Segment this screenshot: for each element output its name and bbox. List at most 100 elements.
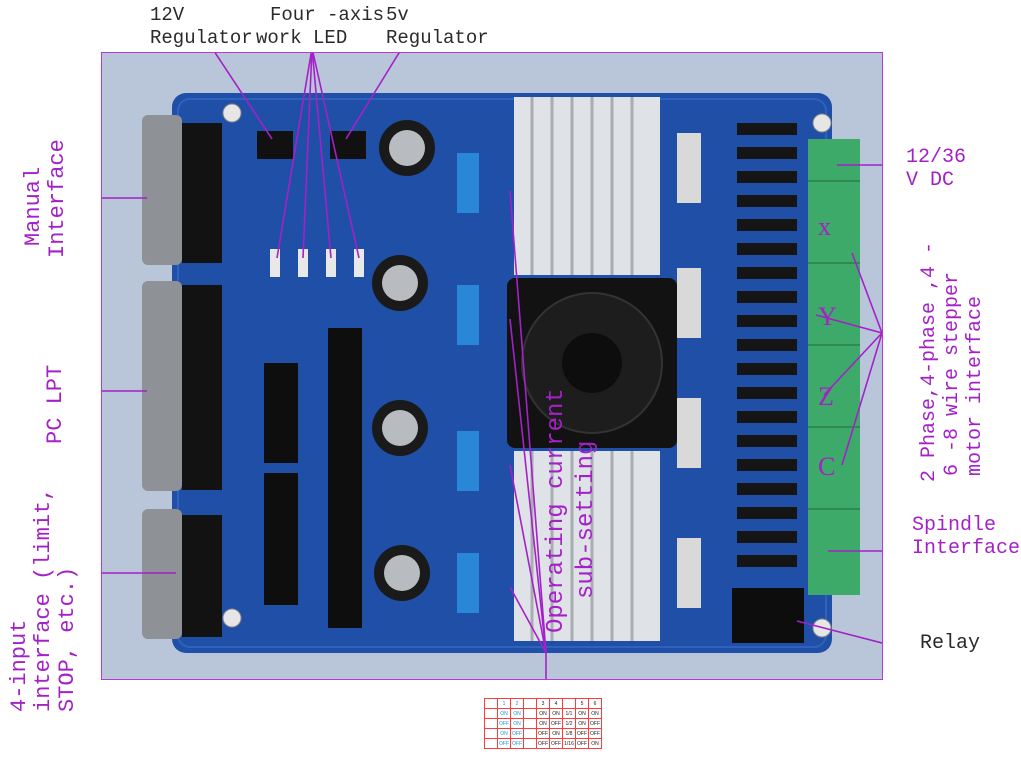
table-cell [484, 718, 498, 729]
axis-y-label: Y [818, 302, 837, 331]
dip-switch-1 [457, 153, 479, 213]
dip-switch-4 [457, 553, 479, 613]
table-cell [523, 728, 537, 739]
operating-current-line2: sub-setting [573, 440, 600, 599]
table-cell: OFF [497, 718, 511, 729]
cooling-fan [507, 278, 677, 448]
table-cell: OFF [588, 718, 602, 729]
table-cell [523, 718, 537, 729]
table-cell: ON [575, 708, 589, 719]
vdc-label-line1: 12/36 [906, 146, 967, 169]
table-cell: 1/2 [562, 718, 576, 729]
table-cell: OFF [536, 738, 550, 749]
table-cell: OFF [510, 728, 524, 739]
reg5-label: 5v Regulator [386, 4, 489, 50]
table-cell: ON [510, 718, 524, 729]
table-cell: ON [510, 708, 524, 719]
spindle-interface-label: Spindle Interface [912, 514, 1020, 560]
spindle-interface-line2: Interface [912, 537, 1021, 560]
table-cell [523, 708, 537, 719]
table-cell: ON [549, 728, 563, 739]
table-cell: ON [575, 718, 589, 729]
board-photo: x Y Z C Operating current sub-setting [101, 52, 883, 680]
axis-z-label: Z [818, 382, 834, 411]
table-cell: 4 [549, 698, 563, 709]
table-cell: ON [536, 718, 550, 729]
table-cell [484, 708, 498, 719]
table-cell [523, 698, 537, 709]
diode-array [737, 123, 797, 567]
table-cell: ON [497, 728, 511, 739]
pc-lpt-label: PC LPT [43, 364, 68, 444]
table-cell: OFF [549, 718, 563, 729]
table-cell: 1/1 [562, 708, 576, 719]
dip-switch-2 [457, 285, 479, 345]
led-label-line1: Four -axis [270, 4, 385, 26]
pc-lpt-text: PC LPT [43, 364, 68, 444]
stepper-interface-line3: motor interface [964, 295, 987, 476]
heatsink-top [514, 97, 660, 275]
table-cell: ON [588, 738, 602, 749]
manual-interface-line1: Manual [21, 166, 46, 246]
vdc-label-line2: V DC [906, 169, 955, 192]
table-cell: ON [497, 708, 511, 719]
table-cell [484, 698, 498, 709]
table-cell: 1 [497, 698, 511, 709]
manual-interface-line2: Interface [45, 139, 70, 258]
operating-current-line1: Operating current [543, 388, 570, 633]
stepper-interface-line2: 6 -8 wire stepper [941, 271, 964, 476]
board-illustration [102, 53, 882, 679]
table-cell: OFF [510, 738, 524, 749]
table-cell: OFF [497, 738, 511, 749]
vdc-label: 12/36 V DC [906, 146, 966, 192]
table-cell: OFF [536, 728, 550, 739]
relay-component [732, 588, 804, 643]
db-connector-input [142, 509, 222, 639]
table-cell: ON [588, 708, 602, 719]
table-cell: OFF [588, 728, 602, 739]
table-cell: OFF [575, 738, 589, 749]
relay-label: Relay [920, 632, 981, 655]
input-interface-line3: STOP, etc.) [55, 566, 80, 712]
axis-x-label: x [818, 212, 831, 241]
stepper-interface-label: 2 Phase,4-phase ,4 - 6 -8 wire stepper m… [918, 242, 987, 482]
manual-interface-label: Manual Interface [21, 139, 70, 258]
stepper-interface-line1: 2 Phase,4-phase ,4 - [918, 241, 941, 482]
axis-c-label: C [818, 452, 836, 481]
reg12-label-line1: 12V [150, 4, 185, 26]
terminal-block [808, 139, 860, 595]
reg12-label: 12V Regulator [150, 4, 253, 50]
db-connector-manual [142, 115, 222, 265]
operating-current-label: Operating current sub-setting [542, 388, 602, 633]
db-connector-lpt [142, 281, 222, 491]
table-cell: OFF [549, 738, 563, 749]
table-cell: ON [549, 708, 563, 719]
led-label: Four -axis work LED [256, 4, 384, 50]
table-cell: OFF [575, 728, 589, 739]
table-cell: 6 [588, 698, 602, 709]
reg5-label-line2: Regulator [386, 27, 489, 49]
table-cell [562, 698, 576, 709]
table-cell [523, 738, 537, 749]
table-cell: 1/8 [562, 728, 576, 739]
table-cell [484, 738, 498, 749]
input-interface-label: 4-input interface (limit, STOP, etc.) [7, 487, 80, 712]
dip-switch-3 [457, 431, 479, 491]
input-interface-line1: 4-input [7, 619, 32, 712]
input-interface-line2: interface (limit, [31, 487, 56, 712]
spindle-interface-line1: Spindle [912, 514, 997, 537]
reg12-label-line2: Regulator [150, 27, 253, 49]
reg5-label-line1: 5v [386, 4, 409, 26]
table-cell: ON [536, 708, 550, 719]
table-cell: 3 [536, 698, 550, 709]
table-cell [484, 728, 498, 739]
table-cell: 1/16 [562, 738, 576, 749]
table-cell: 5 [575, 698, 589, 709]
table-cell: 2 [510, 698, 524, 709]
